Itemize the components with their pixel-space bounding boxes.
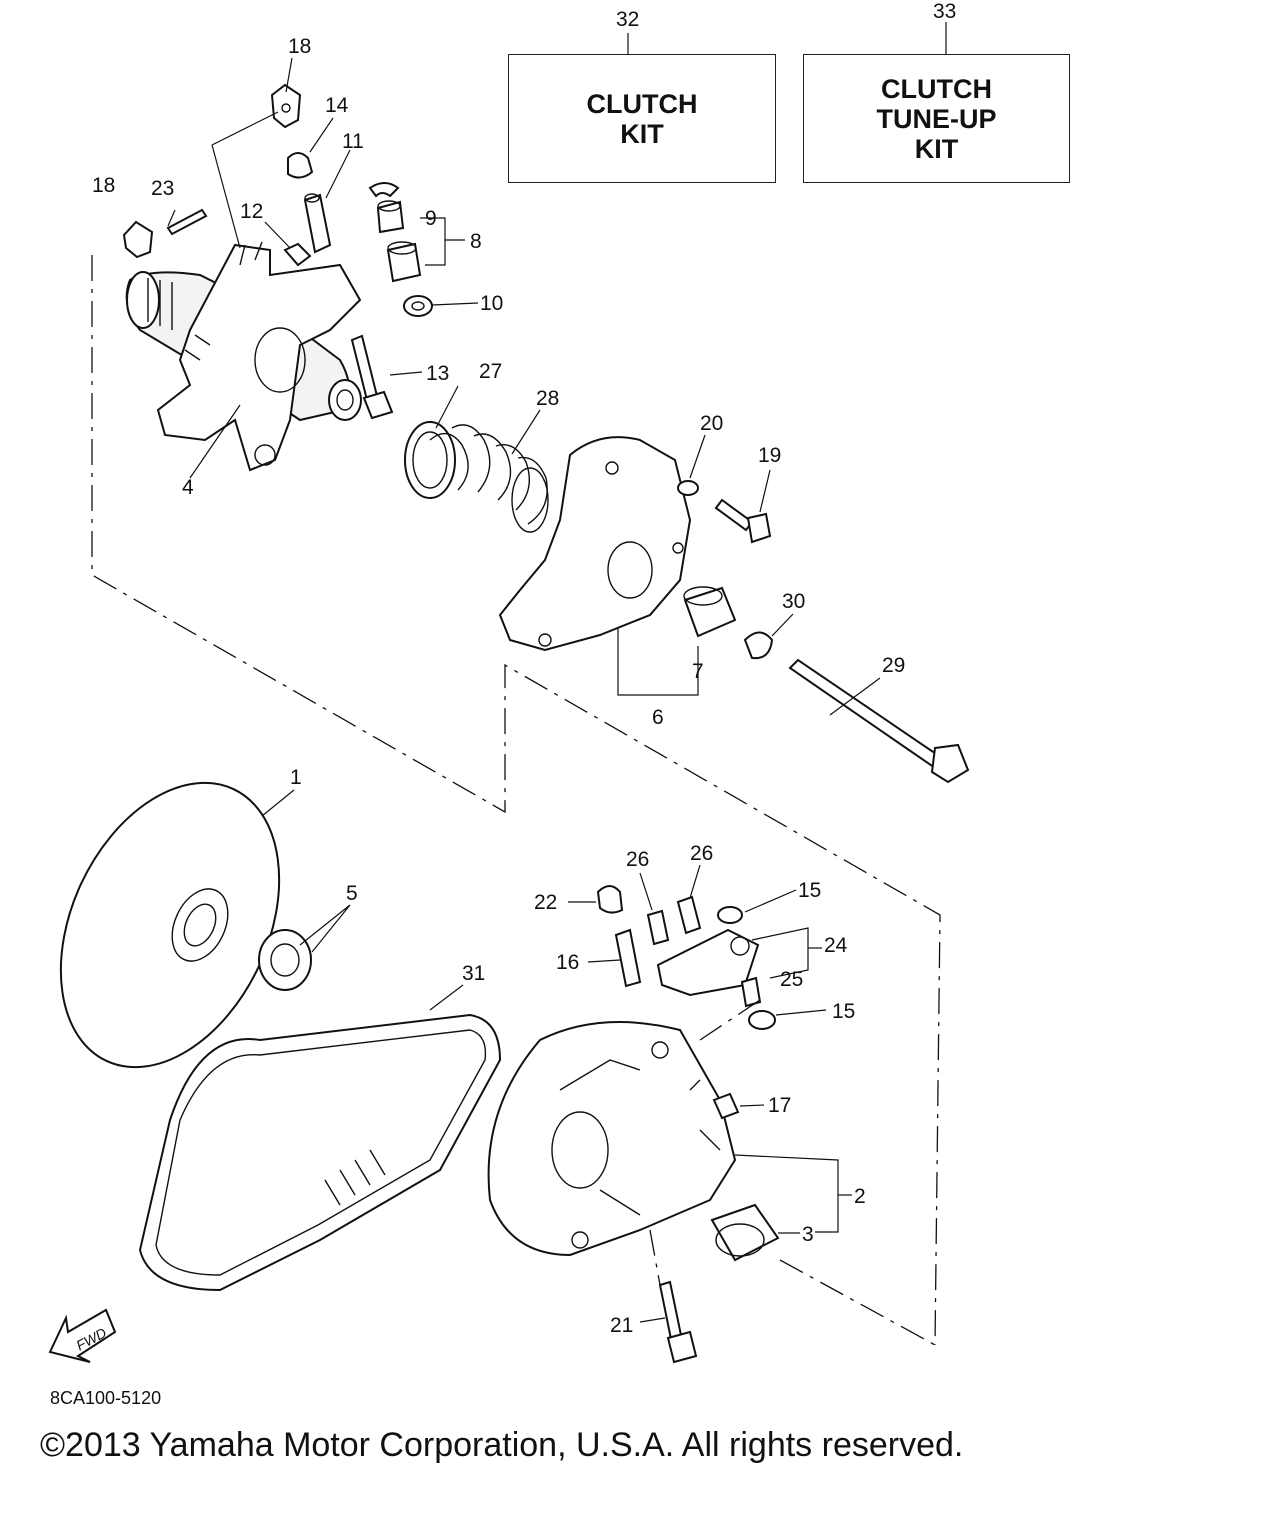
- callout-20: 20: [700, 412, 723, 435]
- bushing-part-7: [683, 586, 737, 638]
- callout-17: 17: [768, 1094, 791, 1117]
- callout-16: 16: [556, 951, 579, 974]
- callout-12: 12: [240, 200, 263, 223]
- roller-clip-part-18-upper: [270, 83, 302, 129]
- kit-box-clutch-kit: CLUTCH KIT: [508, 54, 776, 183]
- callout-29: 29: [882, 654, 905, 677]
- diagram-code: 8CA100-5120: [50, 1388, 162, 1408]
- kit-number-32: 32: [616, 8, 640, 31]
- callout-31: 31: [462, 962, 485, 985]
- upper-assembly-frame: [91, 255, 941, 1346]
- washer-part-10: [403, 295, 433, 317]
- copyright-notice: ©2013 Yamaha Motor Corporation, U.S.A. A…: [40, 1426, 964, 1464]
- washer-part-15-lower: [748, 1010, 776, 1030]
- callout-3: 3: [802, 1223, 814, 1246]
- callout-22: 22: [534, 891, 557, 914]
- clip-part-30: [743, 631, 774, 660]
- spider-assembly-part-4: [125, 241, 362, 472]
- callout-15-upper: 15: [798, 879, 821, 902]
- bolt-part-26-right: [676, 895, 702, 935]
- callout-14: 14: [325, 94, 349, 117]
- bolt-part-12: [283, 242, 312, 267]
- bolt-part-17: [712, 1092, 740, 1120]
- spider-cap-part-6: [498, 436, 692, 652]
- kit-number-33: 33: [933, 0, 957, 23]
- callout-21: 21: [610, 1314, 633, 1337]
- drive-belt-part-31: [138, 1013, 502, 1292]
- bushing-part-3: [710, 1203, 780, 1262]
- callout-24: 24: [824, 934, 848, 957]
- callout-9: 9: [425, 207, 437, 230]
- pin-part-16: [614, 928, 642, 988]
- roller-clip-part-18-left: [122, 220, 154, 259]
- collar-part-25: [740, 976, 762, 1008]
- bolt-part-19: [714, 498, 772, 544]
- callout-26-left: 26: [626, 848, 649, 871]
- callout-26-right: 26: [690, 842, 713, 865]
- spring-seat-part-27: [404, 421, 456, 499]
- callout-13: 13: [426, 362, 449, 385]
- kit-box-clutch-tune-up-kit: CLUTCH TUNE-UP KIT: [803, 54, 1070, 183]
- callout-25: 25: [780, 968, 803, 991]
- bolt-part-26-left: [646, 909, 670, 946]
- bolt-part-29: [788, 658, 970, 784]
- nut-part-14: [287, 152, 314, 179]
- callout-23: 23: [151, 177, 174, 200]
- lower-assembly-frame: [779, 1259, 936, 1346]
- callout-18-upper: 18: [288, 35, 311, 58]
- callout-4: 4: [182, 476, 194, 499]
- callout-11: 11: [342, 130, 364, 153]
- callout-19: 19: [758, 444, 781, 467]
- spring-part-28: [429, 424, 549, 533]
- bushing-part-5: [258, 929, 312, 991]
- callout-labels: 18 14 11 18 23 12 9 8 10 13 27 28 20 19 …: [92, 35, 905, 1337]
- pin-part-11: [303, 193, 332, 254]
- callout-30: 30: [782, 590, 805, 613]
- callout-8: 8: [470, 230, 482, 253]
- movable-sheave-part-2: [487, 1021, 737, 1257]
- callout-7: 7: [692, 660, 704, 683]
- nut-part-22: [596, 885, 624, 914]
- roller-part-8: [386, 241, 422, 283]
- callout-6: 6: [652, 706, 664, 729]
- washer-part-20: [677, 480, 699, 496]
- callout-10: 10: [480, 292, 503, 315]
- callout-28: 28: [536, 387, 559, 410]
- callout-18-left: 18: [92, 174, 115, 197]
- kit-title: CLUTCH KIT: [586, 88, 698, 149]
- bolt-part-21: [658, 1280, 698, 1364]
- callout-5: 5: [346, 882, 358, 905]
- washer-clip-top: [368, 182, 400, 198]
- forward-arrow-icon: FWD: [48, 1308, 117, 1363]
- callout-15-lower: 15: [832, 1000, 855, 1023]
- callout-leaders: [167, 57, 881, 1323]
- kit-title: CLUTCH TUNE-UP KIT: [876, 73, 997, 164]
- bolt-part-13: [350, 334, 394, 420]
- collar-part-9: [376, 200, 405, 234]
- callout-27: 27: [479, 360, 502, 383]
- washer-part-15-upper: [717, 906, 743, 924]
- callout-1: 1: [290, 766, 302, 789]
- callout-2: 2: [854, 1185, 866, 1208]
- pin-part-23: [166, 208, 208, 236]
